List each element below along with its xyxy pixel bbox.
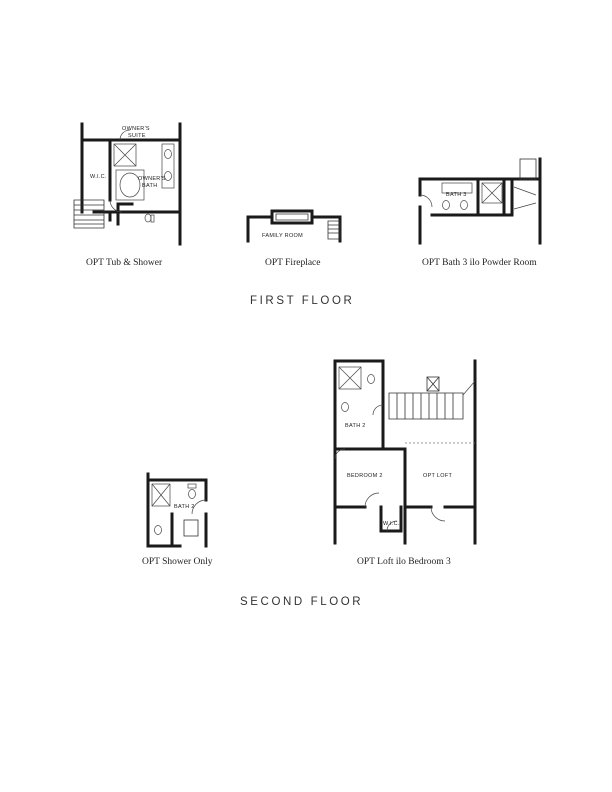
room-label-bath3: BATH 3 bbox=[446, 192, 467, 198]
room-label-owners-suite-1: OWNER'S bbox=[122, 126, 150, 132]
room-label-bedroom2: BEDROOM 2 bbox=[347, 473, 383, 479]
room-label-wic-loft: W.I.C. bbox=[383, 521, 400, 527]
caption-opt-bath3: OPT Bath 3 ilo Powder Room bbox=[422, 258, 537, 268]
caption-opt-tub-shower: OPT Tub & Shower bbox=[86, 258, 163, 268]
floorplan-bath3-drawing: BATH 3 bbox=[418, 157, 542, 245]
caption-opt-fireplace: OPT Fireplace bbox=[265, 258, 321, 268]
caption-opt-loft: OPT Loft ilo Bedroom 3 bbox=[357, 557, 451, 567]
room-label-opt-loft: OPT LOFT bbox=[423, 473, 453, 479]
room-label-owners-bath-1: OWNER'S bbox=[138, 176, 166, 182]
plan-opt-loft: BATH 2 BEDROOM 2 OPT LOFT W.I.C. bbox=[325, 355, 485, 547]
floorplan-tub-shower-drawing: OWNER'S SUITE W.I.C. OWNER'S BATH bbox=[73, 122, 182, 246]
plan-opt-bath3: BATH 3 bbox=[408, 155, 548, 247]
section-heading-second-floor: SECOND FLOOR bbox=[240, 596, 364, 608]
room-label-owners-suite-2: SUITE bbox=[128, 133, 146, 139]
room-label-bath2-loft: BATH 2 bbox=[345, 423, 366, 429]
room-label-bath2-shower: BATH 2 bbox=[174, 504, 195, 510]
plan-opt-shower-only: BATH 2 bbox=[140, 470, 220, 550]
room-label-owners-bath-2: BATH bbox=[142, 183, 157, 189]
room-label-wic: W.I.C. bbox=[90, 174, 107, 180]
floorplan-loft-drawing: BATH 2 BEDROOM 2 OPT LOFT W.I.C. bbox=[333, 359, 477, 545]
plan-opt-tub-shower: OWNER'S SUITE W.I.C. OWNER'S BATH bbox=[70, 120, 185, 248]
floorplan-fireplace-drawing: FAMILY ROOM bbox=[246, 209, 342, 243]
section-heading-first-floor: FIRST FLOOR bbox=[250, 295, 355, 307]
plan-opt-fireplace: FAMILY ROOM bbox=[240, 205, 350, 245]
floorplan-shower-only-drawing: BATH 2 bbox=[146, 472, 208, 548]
room-label-family-room: FAMILY ROOM bbox=[262, 233, 303, 239]
caption-opt-shower-only: OPT Shower Only bbox=[142, 557, 213, 567]
